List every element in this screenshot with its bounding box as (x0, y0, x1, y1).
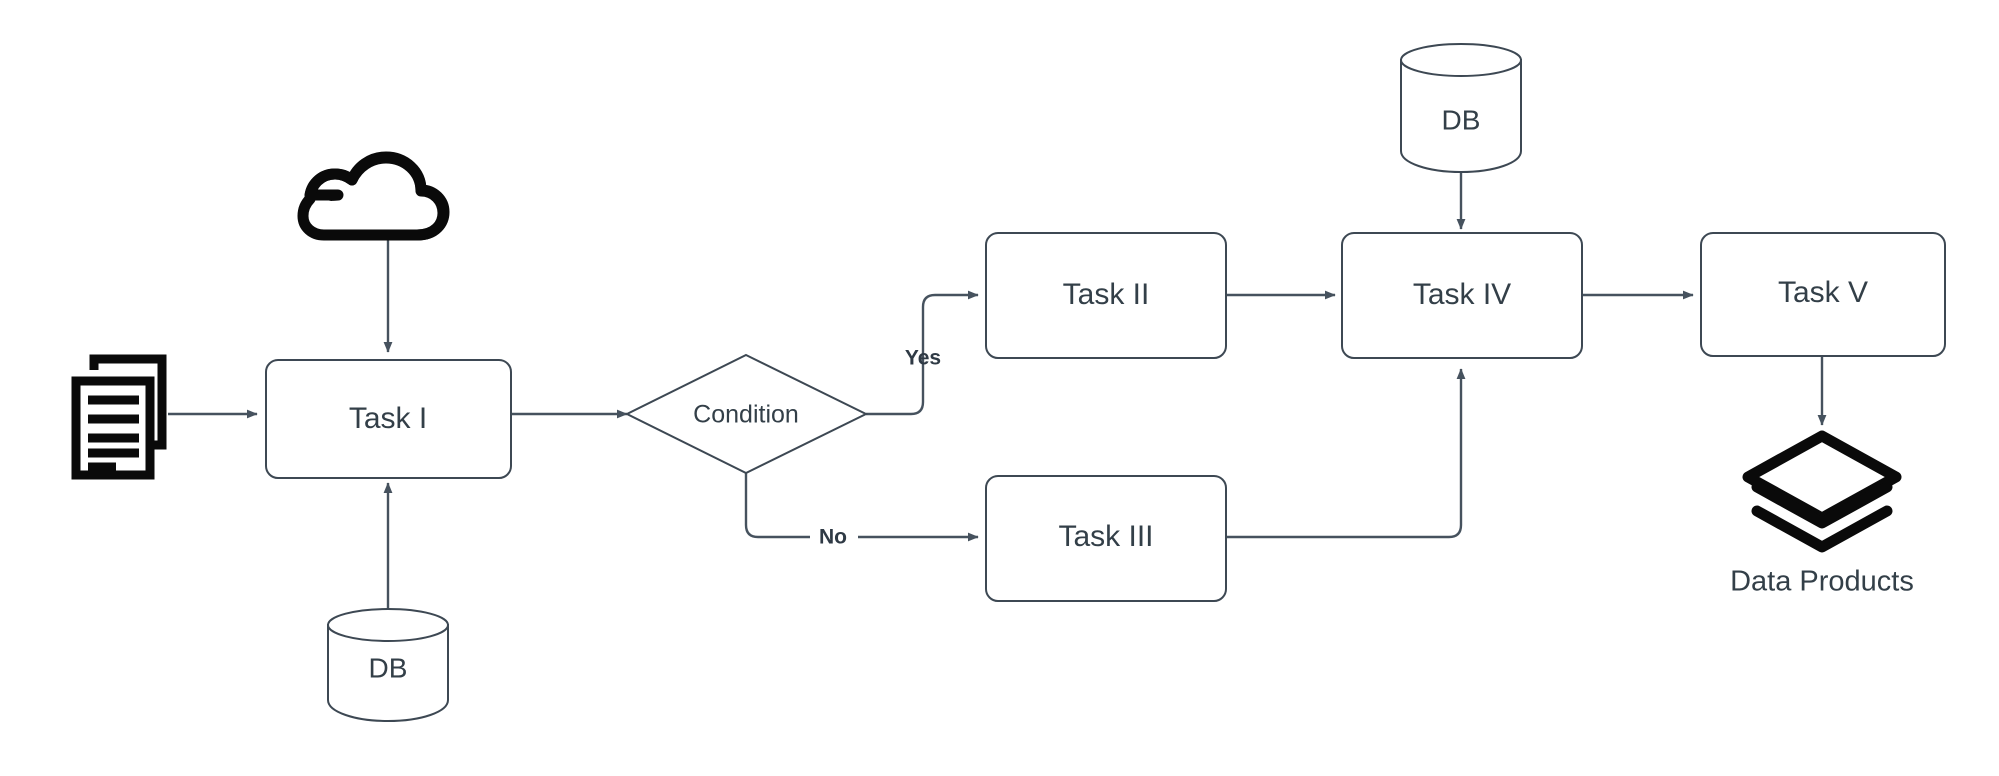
edge-condition-task3 (744, 459, 979, 542)
db-top-right-label: DB (1442, 104, 1481, 135)
db-top-right: DB (1400, 43, 1522, 174)
task-5[interactable]: Task V (1700, 232, 1946, 357)
cloud-icon (297, 151, 450, 241)
task-4-label: Task IV (1413, 278, 1511, 311)
task-3-label: Task III (1058, 520, 1153, 553)
task-3[interactable]: Task III (985, 475, 1227, 602)
task-1[interactable]: Task I (265, 359, 512, 479)
data-products-label: Data Products (1730, 566, 1914, 598)
edge-label-yes: Yes (905, 347, 941, 370)
no-label-backdrop (810, 524, 858, 550)
condition-decision[interactable]: Condition (624, 353, 869, 475)
task-5-label: Task V (1778, 276, 1868, 309)
task-2-label: Task II (1063, 278, 1150, 311)
task-4[interactable]: Task IV (1341, 232, 1583, 359)
db-bottom-left-label: DB (369, 652, 408, 683)
task-2[interactable]: Task II (985, 232, 1227, 359)
db-bottom-left: DB (327, 608, 449, 723)
task-1-label: Task I (349, 402, 427, 435)
edge-label-no-top: No (819, 526, 847, 549)
edge-condition-task2 (866, 290, 979, 416)
condition-label: Condition (693, 401, 799, 429)
layers-icon (1742, 430, 1902, 553)
documents-icon (71, 354, 167, 480)
edge-task3-task4 (1226, 368, 1466, 539)
